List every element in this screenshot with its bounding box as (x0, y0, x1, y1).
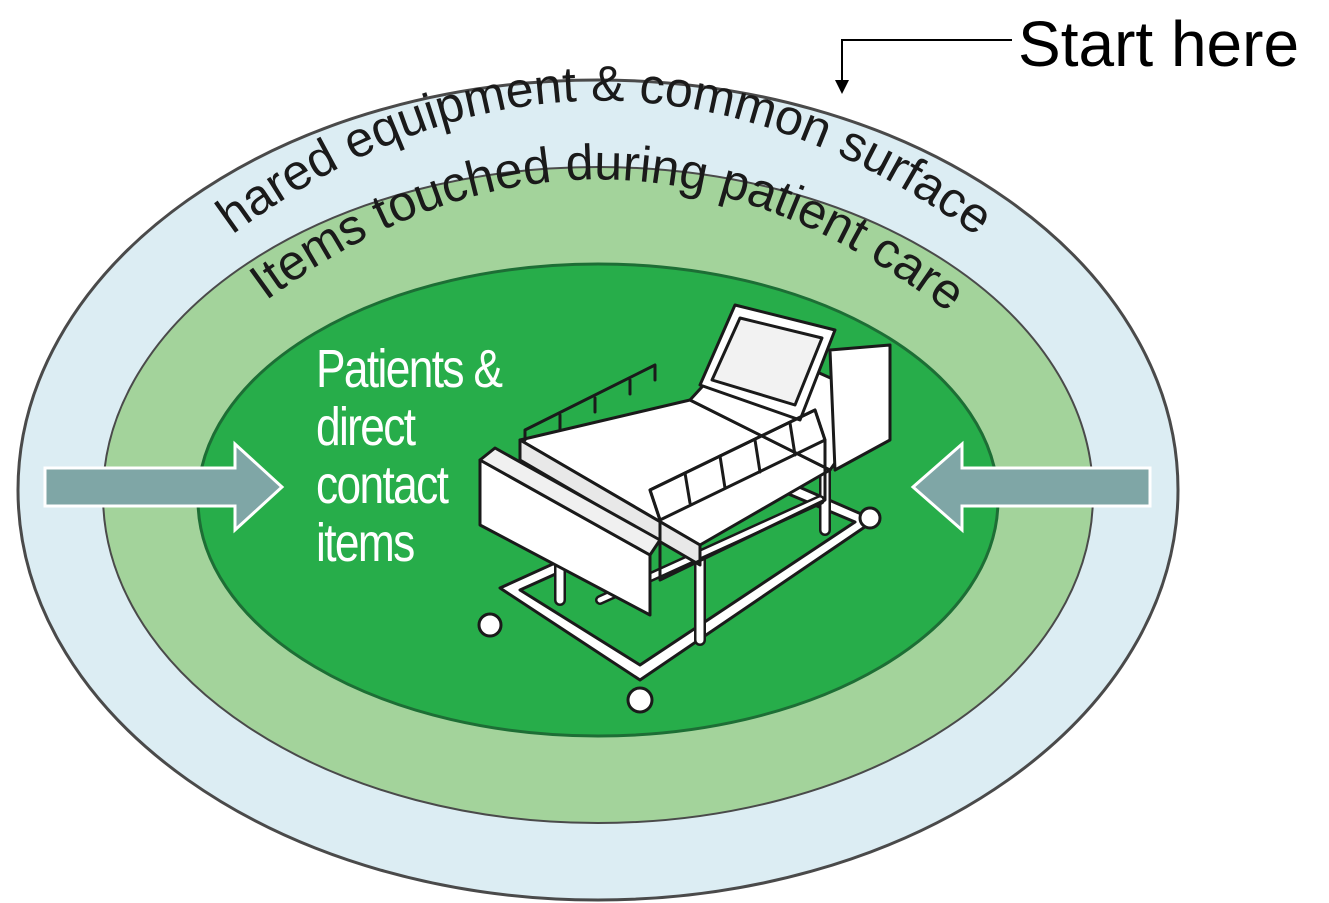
inner-ring-label-line: Patients & (316, 339, 503, 399)
arrow-left-icon (910, 440, 1152, 534)
inner-ring-label-line: direct (316, 397, 416, 457)
start-here-label: Start here (1018, 8, 1300, 80)
arrow-right-icon (43, 440, 285, 534)
inner-ring-label-line: contact (316, 455, 449, 515)
hospital-bed-icon (477, 303, 892, 714)
pointer-arrow-icon (835, 39, 1012, 94)
inner-ring-label: Patients & direct contact items (316, 339, 503, 573)
inner-ring-label-line: items (316, 513, 415, 573)
